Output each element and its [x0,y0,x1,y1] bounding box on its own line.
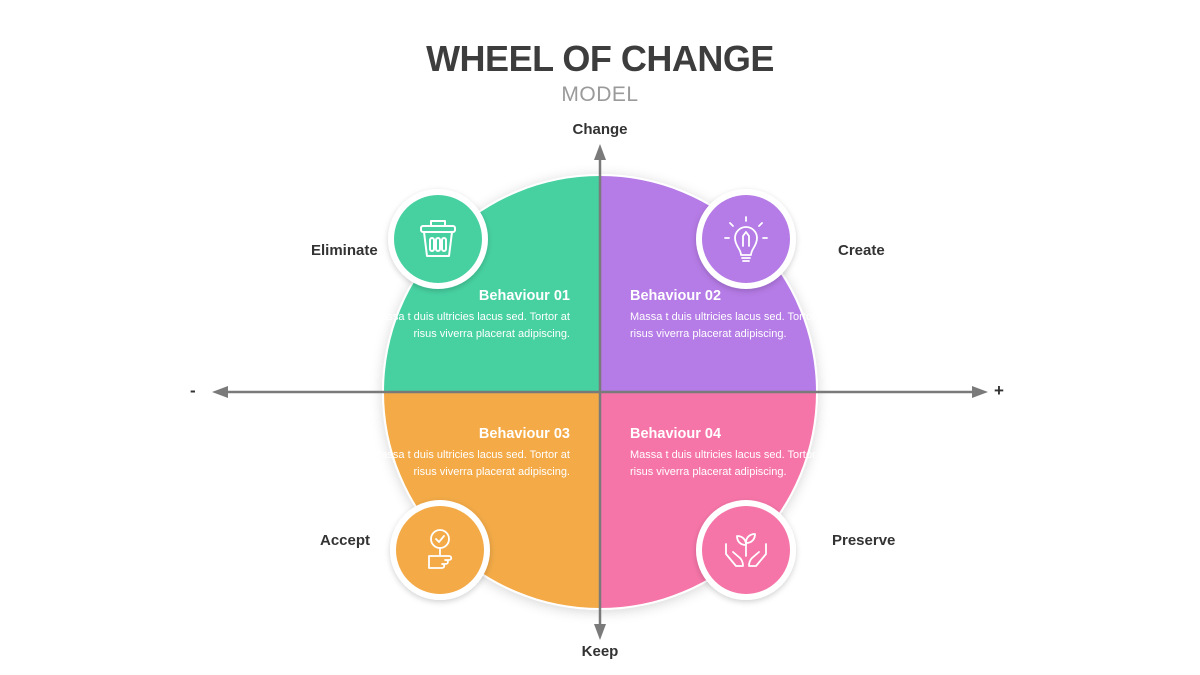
behaviour-block-02: Behaviour 02 Massa t duis ultricies lacu… [630,288,830,343]
icon-circle-create [696,189,796,289]
hands-plant-icon [725,533,767,567]
quadrant-label-preserve: Preserve [832,532,896,549]
quadrant-label-create: Create [838,242,885,259]
trash-can-icon [420,220,456,257]
quadrant-label-eliminate: Eliminate [311,242,378,259]
icon-circle-preserve [696,500,796,600]
page-title: WHEEL OF CHANGE [426,38,774,79]
behaviour-block-01: Behaviour 01 Massa t duis ultricies lacu… [370,288,570,343]
behaviour-text: Massa t duis ultricies lacus sed. Tortor… [372,311,570,340]
page-subtitle: MODEL [561,83,639,106]
quadrant-create [600,176,816,392]
icon-circle-accept [390,500,490,600]
axis-label-minus: - [190,381,196,400]
behaviour-text: Massa t duis ultricies lacus sed. Tortor… [372,449,570,478]
behaviour-title: Behaviour 02 [630,288,722,304]
lightbulb-pencil-icon [724,216,768,262]
arrow-right-icon [972,386,988,398]
axis-label-keep: Keep [581,643,619,660]
behaviour-text: Massa t duis ultricies lacus sed. Tortor… [630,449,828,478]
behaviour-title: Behaviour 01 [478,288,570,304]
quadrant-eliminate [384,176,600,392]
quadrant-label-accept: Accept [320,532,371,549]
quadrant-accept [384,392,600,608]
behaviour-block-04: Behaviour 04 Massa t duis ultricies lacu… [630,426,830,481]
quadrant-preserve [600,392,816,608]
behaviour-text: Massa t duis ultricies lacus sed. Tortor… [630,311,828,340]
axis-label-plus: + [994,381,1004,400]
icon-circle-eliminate [388,189,488,289]
behaviour-title: Behaviour 04 [630,426,722,442]
axis-lines [212,144,988,640]
hand-check-sign-icon [428,529,453,569]
arrow-left-icon [212,386,228,398]
axis-label-change: Change [572,121,628,138]
behaviour-block-03: Behaviour 03 Massa t duis ultricies lacu… [370,426,570,481]
arrow-up-icon [594,144,606,160]
behaviour-title: Behaviour 03 [478,426,570,442]
arrow-down-icon [594,624,606,640]
